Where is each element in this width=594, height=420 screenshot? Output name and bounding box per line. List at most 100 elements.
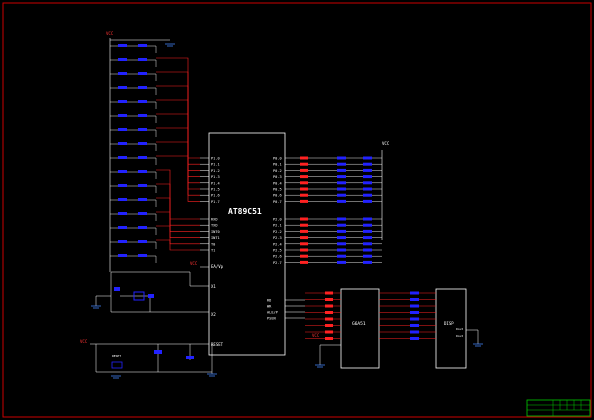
mcu-pin-label: ALE/P xyxy=(267,311,278,315)
bus-resistor xyxy=(337,199,346,203)
ladder-to-mcu-wire xyxy=(156,57,200,159)
ladder-to-mcu-wire xyxy=(156,225,200,245)
crystal-cap-right xyxy=(148,294,154,298)
ladder-to-mcu-wire xyxy=(156,239,200,251)
bus-label-tag xyxy=(300,193,308,197)
port-bus-right xyxy=(285,150,383,264)
mcu-pins: P1.0P1.1P1.2P1.3P1.4P1.5P1.6P1.7RXDTXDIN… xyxy=(156,57,305,321)
latch-input-tag xyxy=(325,317,333,321)
mcu-pin-label: PSEN xyxy=(267,317,276,321)
ladder-resistor xyxy=(118,212,127,215)
mcu-pin-label: RD xyxy=(267,299,271,303)
display-chip: DISP Dout Dout xyxy=(435,288,483,369)
ladder-to-mcu-wire xyxy=(156,141,200,196)
latch-input-tag xyxy=(325,304,333,308)
ladder-to-mcu-wire xyxy=(156,127,200,190)
bus-label-tag xyxy=(300,156,308,160)
ladder-to-mcu-wire xyxy=(156,211,200,238)
ladder-resistor xyxy=(118,114,127,117)
bus-label-tag xyxy=(300,168,308,172)
ladder-switch xyxy=(138,240,147,243)
ladder-resistor xyxy=(118,100,127,103)
mcu-pin-label: P1.6 xyxy=(211,194,220,198)
latch-output-resistor xyxy=(410,317,419,321)
latch-output-resistor xyxy=(410,330,419,334)
mcu-pin-label: P1.0 xyxy=(211,157,220,161)
latch-input-tag xyxy=(325,291,333,295)
bus-resistor xyxy=(337,260,346,264)
crystal-wires xyxy=(110,271,209,313)
mcu-pin-label: P1.5 xyxy=(211,188,220,192)
mcu-pin-x2: X2 xyxy=(211,312,216,317)
ground-icon xyxy=(165,43,175,47)
mcu-pin-label: P0.3 xyxy=(273,175,282,179)
bus-resistor xyxy=(337,187,346,191)
bus-resistor xyxy=(337,223,346,227)
ladder-switch xyxy=(138,226,147,229)
ladder-switch xyxy=(138,212,147,215)
bus-label-tag xyxy=(300,260,308,264)
reset-cap xyxy=(154,350,162,354)
bus-resistor xyxy=(337,229,346,233)
mcu-pin-label: P0.6 xyxy=(273,194,282,198)
crystal-oscillator xyxy=(133,291,145,301)
bus-resistor xyxy=(337,242,346,246)
ladder-switch xyxy=(138,44,147,47)
latch-ground-wire xyxy=(319,344,341,365)
mcu-pin-label: TXD xyxy=(211,224,218,228)
ladder-switch xyxy=(138,58,147,61)
ladder-switch xyxy=(138,100,147,103)
ladder-to-mcu-wire xyxy=(156,99,200,177)
ladder-resistor xyxy=(118,44,127,47)
vcc-label-reset: VCC xyxy=(80,339,88,344)
mcu-pin-label: P2.3 xyxy=(273,236,282,240)
crystal-cap-left xyxy=(114,287,120,291)
vcc-label-right: VCC xyxy=(382,141,390,146)
display-output-wire xyxy=(466,329,479,344)
display-pin-dout-2: Dout xyxy=(456,334,463,338)
switch-resistor-ladder xyxy=(109,38,175,272)
ladder-switch xyxy=(138,254,147,257)
mcu-pin-label: RXD xyxy=(211,218,218,222)
reset-circuit: VCC RESET xyxy=(80,339,217,379)
bus-resistor xyxy=(363,199,372,203)
bus-resistor xyxy=(363,187,372,191)
reset-part-label: RESET xyxy=(112,354,121,358)
reset-resistor xyxy=(186,356,194,359)
crystal-ground-wire xyxy=(95,295,111,306)
latch-input-tag xyxy=(325,311,333,314)
bus-resistor xyxy=(363,236,372,240)
mcu-pin-x1: X1 xyxy=(211,284,216,289)
display-pin-dout-1: Dout xyxy=(456,327,463,331)
mcu-pin-label: P2.5 xyxy=(273,249,282,253)
ground-icon xyxy=(91,305,101,309)
mcu-pin-label: P2.4 xyxy=(273,242,282,246)
bus-resistor xyxy=(363,248,372,252)
ground-icon xyxy=(473,343,483,347)
ladder-to-mcu-wire xyxy=(156,155,200,202)
bus-resistor xyxy=(363,168,372,172)
bus-label-tag xyxy=(300,199,308,203)
bus-resistor xyxy=(337,168,346,172)
ladder-resistor xyxy=(118,184,127,187)
bus-resistor xyxy=(337,236,346,240)
title-block-frame xyxy=(526,399,591,417)
ladder-resistor xyxy=(118,86,127,89)
bus-resistor xyxy=(363,254,372,258)
latch-body xyxy=(340,288,380,369)
title-block-grid xyxy=(527,400,590,416)
mcu-pin-label: P2.2 xyxy=(273,230,282,234)
bus-resistor xyxy=(337,156,346,160)
bus-label-tag xyxy=(300,162,308,166)
mcu-pin-label: INT1 xyxy=(211,236,220,240)
ladder-switch xyxy=(138,86,147,89)
ladder-to-mcu-wire xyxy=(156,113,200,184)
bus-resistor xyxy=(337,248,346,252)
ladder-resistor xyxy=(118,198,127,201)
latch-input-tag xyxy=(325,330,333,334)
mcu-pin-label: T0 xyxy=(211,242,215,246)
mcu-pin-label: P1.7 xyxy=(211,200,220,204)
vcc-label-latch: VCC xyxy=(312,333,320,338)
title-block xyxy=(526,399,591,417)
